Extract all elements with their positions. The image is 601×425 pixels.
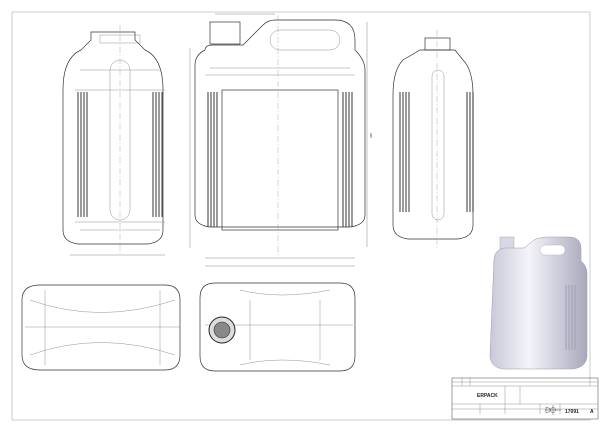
front-view: 290 — [189, 13, 373, 267]
top-view — [21, 284, 181, 371]
bottom-view — [199, 282, 356, 372]
revision-letter: A — [590, 409, 594, 415]
projection-symbol-icon — [545, 405, 561, 415]
title-block: ERPACK 17091 A — [451, 377, 599, 420]
company-name: ERPACK — [477, 393, 498, 399]
side-view-left — [62, 25, 165, 256]
drawing-number: 17091 — [565, 409, 579, 415]
height-dimension-label: 290 — [369, 133, 373, 138]
jerrycan-3d-render — [489, 236, 588, 370]
side-view-right — [392, 30, 474, 250]
sheet-frame — [11, 11, 591, 421]
